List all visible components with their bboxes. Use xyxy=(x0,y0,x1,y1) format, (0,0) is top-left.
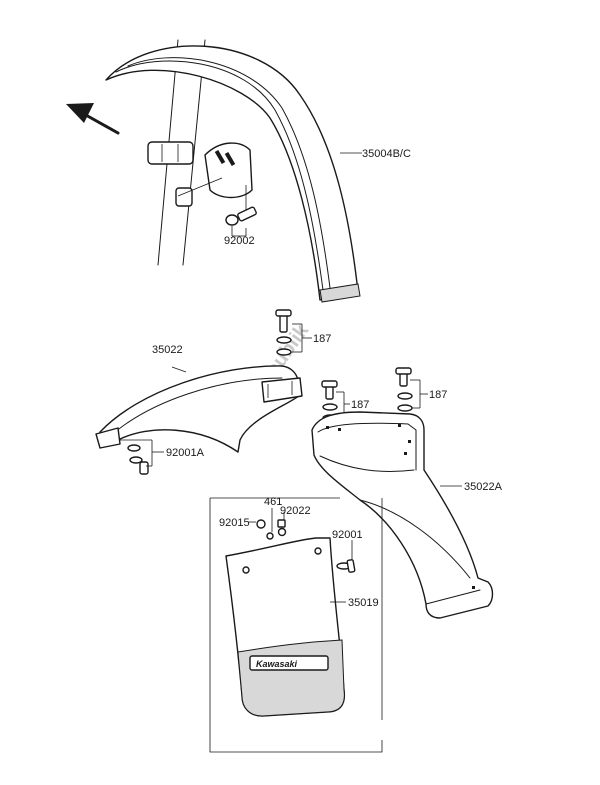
label-187-right: 187 xyxy=(429,389,447,401)
nut-set xyxy=(248,508,287,540)
label-92001: 92001 xyxy=(332,529,363,541)
rear-fender xyxy=(311,411,494,619)
mud-flap: Kawasaki xyxy=(225,537,346,717)
label-92022: 92022 xyxy=(280,505,311,517)
bolt-92001a xyxy=(120,439,164,475)
bolt-washer-set-right xyxy=(395,367,428,412)
label-187-middle: 187 xyxy=(351,399,369,411)
front-bolt-92002 xyxy=(225,185,257,237)
label-92002: 92002 xyxy=(224,235,255,247)
front-fender xyxy=(105,45,361,303)
label-35004bc: 35004B/C xyxy=(362,148,411,160)
label-92015: 92015 xyxy=(219,517,250,529)
kawasaki-emblem: Kawasaki xyxy=(256,659,298,669)
front-fork xyxy=(147,39,206,266)
label-187-top: 187 xyxy=(313,333,331,345)
label-35019: 35019 xyxy=(348,597,379,609)
label-461: 461 xyxy=(264,496,282,508)
bolt-92001 xyxy=(336,540,356,573)
label-92001a: 92001A xyxy=(166,447,205,459)
bolt-washer-set-upper xyxy=(275,309,312,356)
label-35022: 35022 xyxy=(152,344,183,356)
rear-inner-fender xyxy=(95,365,303,453)
mud-flap-group xyxy=(209,497,383,753)
label-35022a: 35022A xyxy=(464,481,503,493)
front-direction-arrow-icon xyxy=(66,103,120,135)
